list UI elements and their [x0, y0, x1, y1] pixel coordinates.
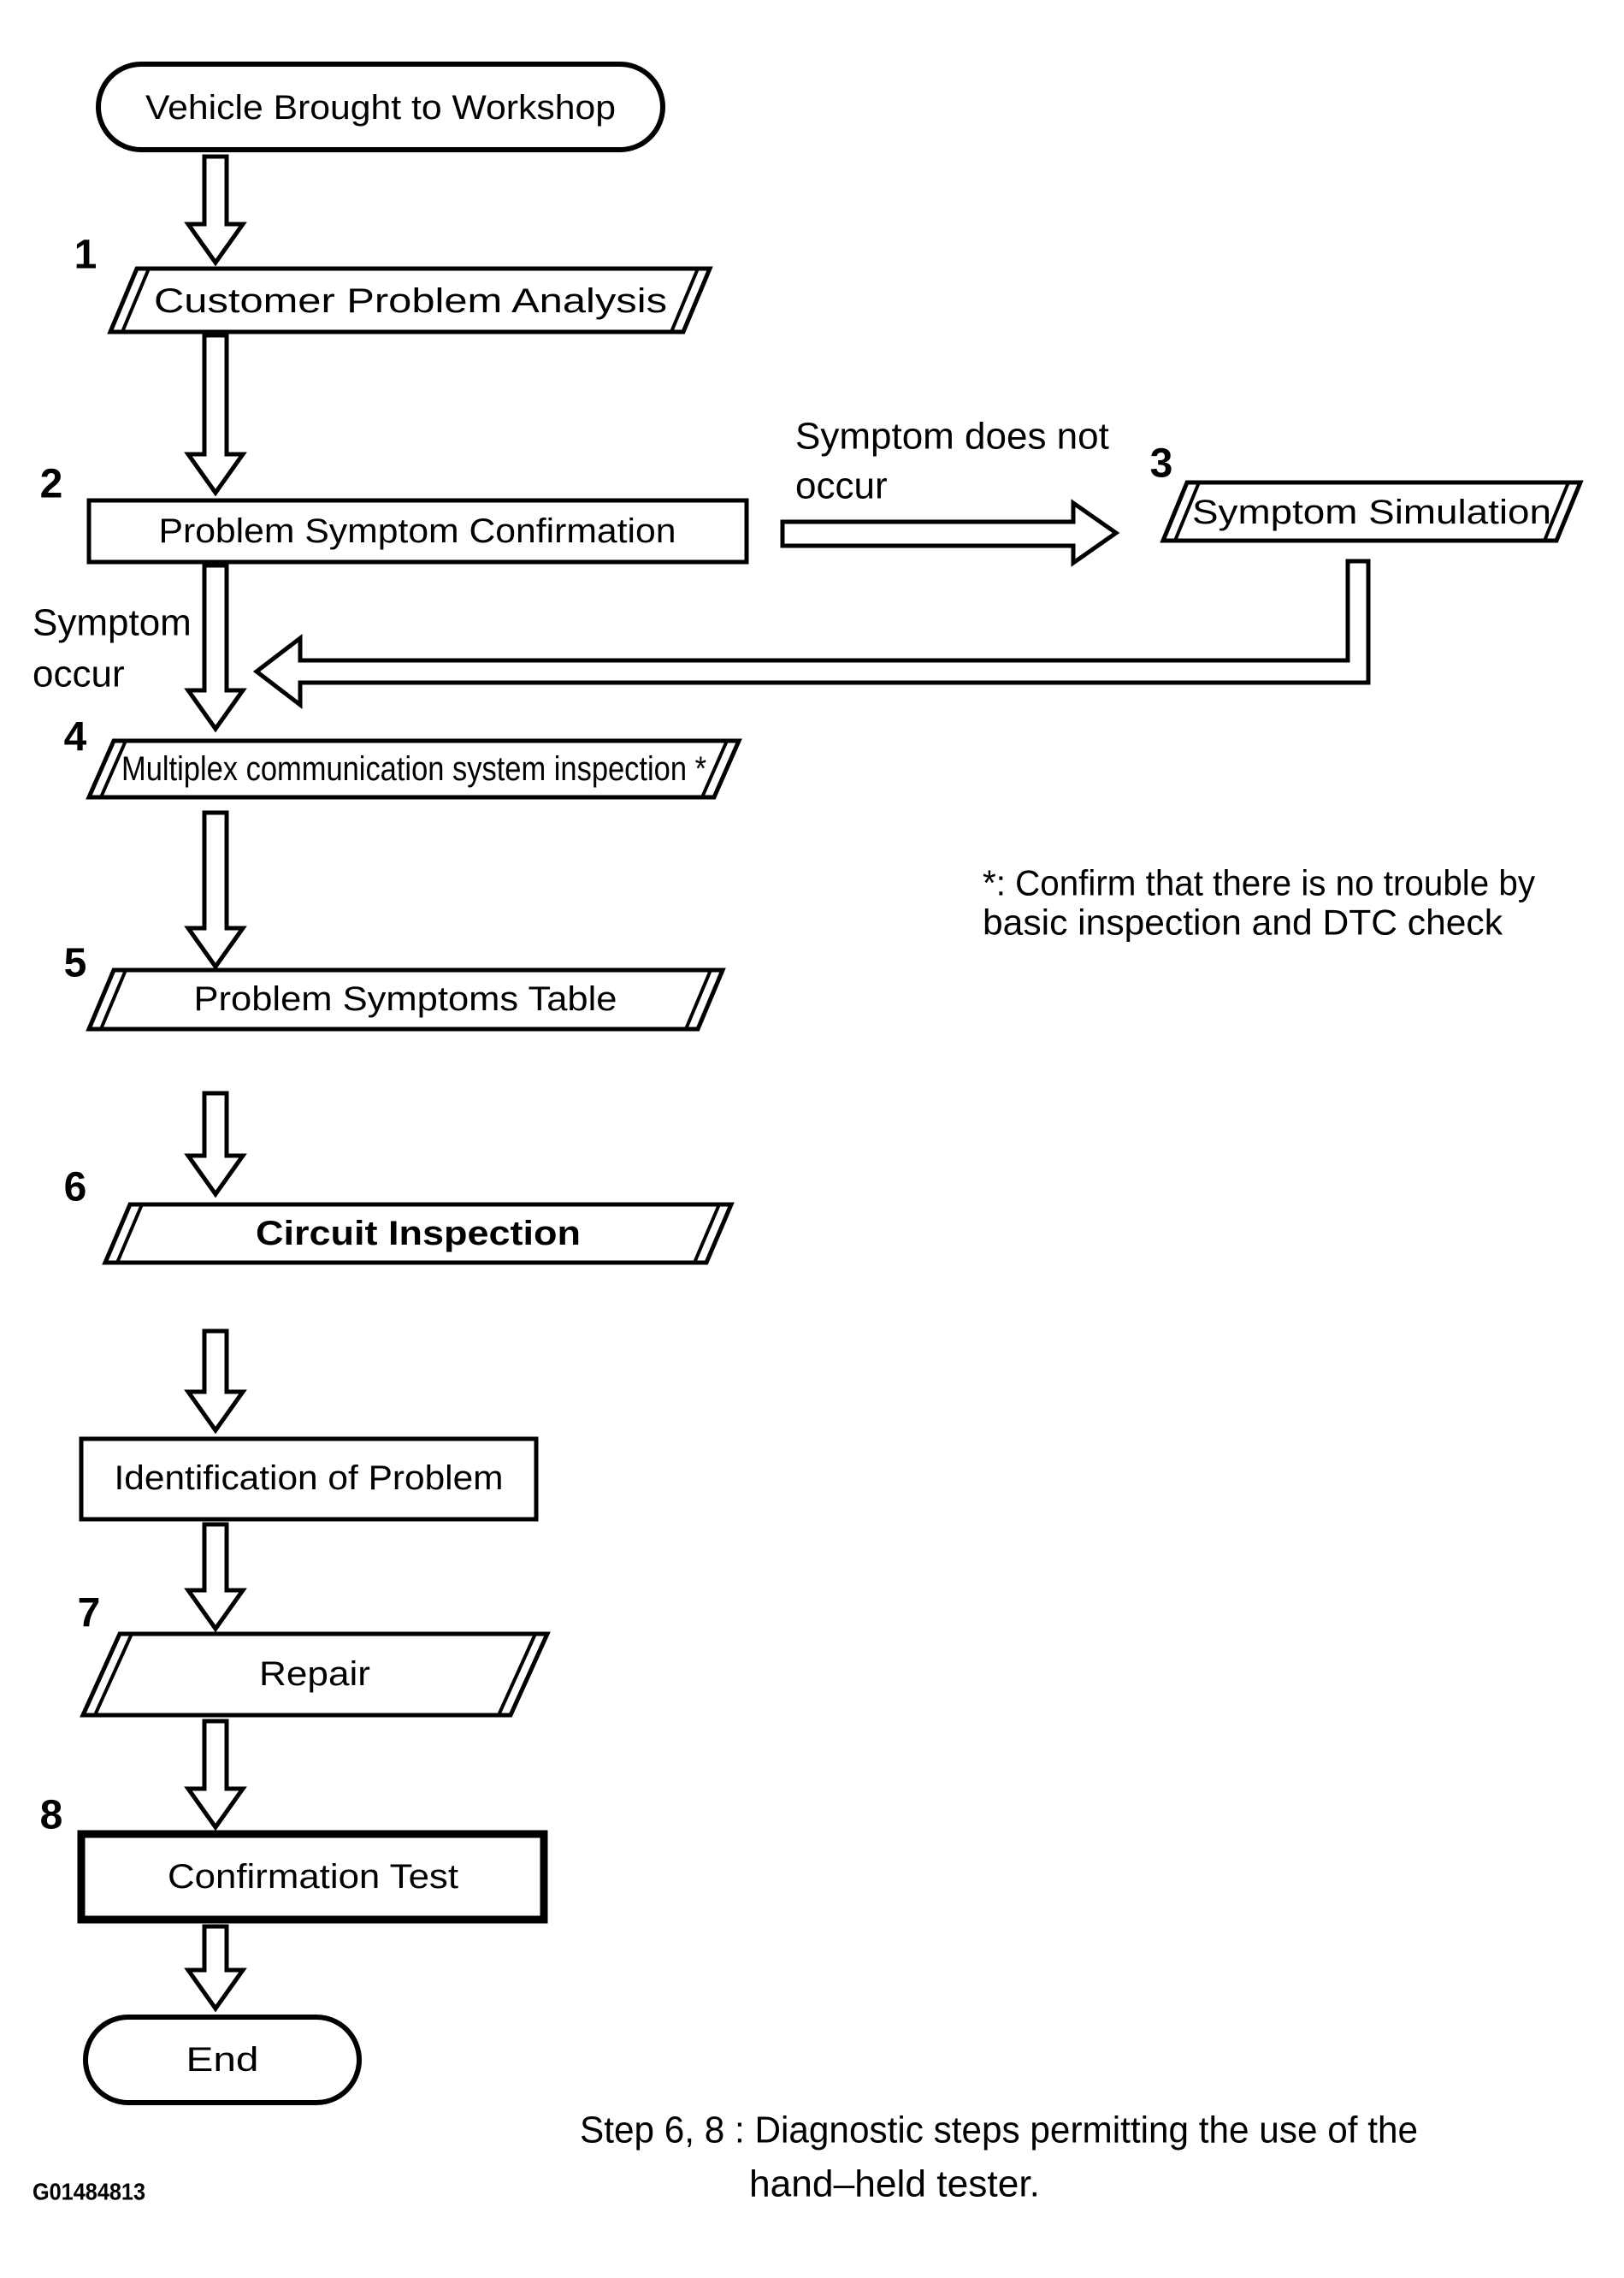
figure-id: G01484813: [32, 2179, 145, 2205]
identification-process-shape: [79, 1436, 539, 1522]
arrow-step8-to-end: [184, 1924, 247, 2013]
node-identification: Identification of Problem: [79, 1436, 539, 1522]
start-label: Vehicle Brought to Workshop: [145, 89, 616, 127]
node-step4: 4 Multiplex communication system inspect…: [64, 715, 742, 800]
arrow-step3-return-to-main-flow: [252, 559, 1371, 710]
step2-process-shape: [86, 498, 749, 565]
step6-parallelogram-shape: [102, 1202, 735, 1265]
step8-label: Confirmation Test: [168, 1858, 458, 1896]
node-step7: 7 Repair: [78, 1591, 551, 1718]
branch-label-symptom: Symptom: [32, 602, 192, 644]
step4-right-double-edge: [700, 740, 729, 798]
step1-left-double-edge: [121, 268, 151, 333]
end-terminator-shape: [83, 2015, 362, 2105]
node-step8: 8 Confirmation Test: [40, 1793, 548, 1924]
step7-number: 7: [78, 1591, 101, 1636]
step6-number: 6: [64, 1165, 87, 1210]
step5-left-double-edge: [99, 969, 127, 1030]
step8-number: 8: [40, 1793, 63, 1838]
arrow-step4-to-step5: [184, 810, 247, 971]
node-step1: 1 Customer Problem Analysis: [74, 233, 713, 334]
step5-right-double-edge: [684, 969, 712, 1030]
branch-label-symptom-does-not: Symptom does not: [795, 416, 1109, 458]
node-step2: 2 Problem Symptom Confirmation: [40, 462, 749, 565]
arrow-step2-to-step3: [780, 499, 1120, 567]
step5-parallelogram-shape: [86, 967, 726, 1032]
arrow-start-to-step1: [184, 154, 247, 267]
step7-right-double-edge: [497, 1633, 537, 1716]
step1-label: Customer Problem Analysis: [154, 282, 667, 320]
identification-label: Identification of Problem: [115, 1459, 504, 1497]
asterisk-note-line1: *: Confirm that there is no trouble by: [983, 863, 1535, 903]
step8-process-shape: [77, 1830, 548, 1924]
end-label: End: [186, 2041, 259, 2079]
step3-right-double-edge: [1543, 482, 1570, 541]
step3-number: 3: [1150, 441, 1173, 487]
asterisk-note-line2: basic inspection and DTC check: [983, 902, 1503, 943]
start-terminator-shape: [96, 62, 665, 152]
step4-parallelogram-shape: [86, 738, 742, 800]
step7-parallelogram-shape: [80, 1631, 551, 1718]
step3-parallelogram-shape: [1160, 480, 1584, 543]
step1-number: 1: [74, 233, 97, 278]
arrow-step1-to-step2: [184, 333, 247, 497]
node-step6: 6 Circuit Inspection: [64, 1165, 735, 1265]
step2-label: Problem Symptom Confirmation: [159, 512, 676, 550]
arrow-identification-to-step7: [184, 1522, 247, 1633]
step6-left-double-edge: [115, 1204, 144, 1263]
node-start: Vehicle Brought to Workshop: [96, 62, 665, 152]
step7-left-double-edge: [93, 1633, 133, 1716]
branch-label-occur: occur: [32, 654, 125, 695]
caption-line2: hand–held tester.: [749, 2163, 1040, 2205]
step2-number: 2: [40, 462, 63, 507]
step7-label: Repair: [259, 1655, 370, 1693]
step5-number: 5: [64, 941, 87, 986]
step5-label: Problem Symptoms Table: [194, 980, 617, 1018]
step6-right-double-edge: [693, 1204, 721, 1263]
arrow-step2-to-step4: [184, 563, 247, 733]
caption-line1: Step 6, 8 : Diagnostic steps permitting …: [580, 2109, 1418, 2151]
step1-parallelogram-shape: [107, 266, 713, 334]
branch-label-not-occur: occur: [795, 465, 888, 507]
arrow-step6-to-identification: [184, 1328, 247, 1435]
node-end: End: [83, 2015, 362, 2105]
step4-number: 4: [64, 715, 87, 760]
step3-left-double-edge: [1173, 482, 1201, 541]
arrow-step7-to-step8: [184, 1719, 247, 1831]
step3-label: Symptom Simulation: [1192, 494, 1551, 531]
step4-label: Multiplex communication system inspectio…: [121, 750, 706, 788]
node-step3: 3 Symptom Simulation: [1150, 441, 1584, 543]
step4-left-double-edge: [99, 740, 127, 798]
arrow-step5-to-step6: [184, 1091, 247, 1198]
step1-right-double-edge: [670, 268, 700, 333]
node-step5: 5 Problem Symptoms Table: [64, 941, 726, 1032]
step6-label: Circuit Inspection: [256, 1215, 581, 1252]
